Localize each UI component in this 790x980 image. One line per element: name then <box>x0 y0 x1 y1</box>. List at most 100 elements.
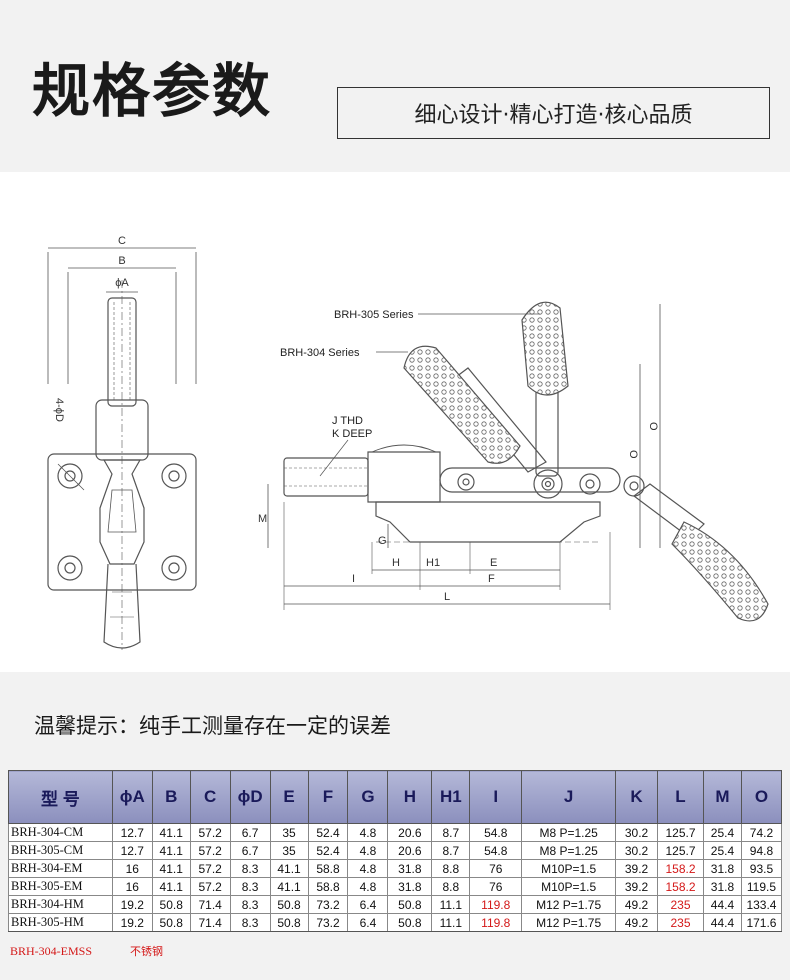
value-cell: 11.1 <box>431 895 471 914</box>
value-cell: 20.6 <box>387 841 433 860</box>
column-header: B <box>151 770 191 824</box>
column-header: H <box>387 770 433 824</box>
value-cell: 50.8 <box>387 913 433 932</box>
measurement-notice: 温馨提示：纯手工测量存在一定的误差 <box>34 714 391 738</box>
dim-f-label: F <box>488 573 495 585</box>
value-cell: 41.1 <box>269 877 309 896</box>
value-cell: 49.2 <box>615 895 659 914</box>
value-cell: 57.2 <box>189 877 231 896</box>
column-header: I <box>469 770 523 824</box>
value-cell: 76 <box>469 877 523 896</box>
value-cell: 52.4 <box>307 823 349 842</box>
slogan-box: 细心设计·精心打造·核心品质 <box>337 87 770 139</box>
value-cell: 41.1 <box>151 859 191 878</box>
value-cell: 57.2 <box>189 841 231 860</box>
value-cell: 71.4 <box>189 913 231 932</box>
value-cell: 12.7 <box>111 841 153 860</box>
front-view <box>47 247 197 650</box>
dim-m-label: M <box>258 513 267 525</box>
dim-d-label: 4-ϕD <box>53 398 65 422</box>
column-header: M <box>702 770 742 824</box>
value-cell: 119.8 <box>469 913 523 932</box>
dim-h-label: H <box>392 557 400 569</box>
column-header: E <box>269 770 309 824</box>
value-cell: 50.8 <box>269 913 309 932</box>
column-header: ϕA <box>111 770 153 824</box>
column-header: J <box>521 770 617 824</box>
value-cell: 30.2 <box>615 823 659 842</box>
column-header: 型 号 <box>8 770 113 824</box>
value-cell: 41.1 <box>151 877 191 896</box>
value-cell: M10P=1.5 <box>521 859 617 878</box>
value-cell: 73.2 <box>307 913 349 932</box>
value-cell: 16 <box>111 859 153 878</box>
value-cell: 25.4 <box>702 841 742 860</box>
dim-i-label: I <box>352 573 355 585</box>
value-cell: 44.4 <box>702 895 742 914</box>
value-cell: M12 P=1.75 <box>521 913 617 932</box>
model-cell: BRH-304-EM <box>8 859 113 878</box>
note-material: 不锈钢 <box>130 945 163 958</box>
dim-o-label-2: O <box>647 422 659 431</box>
value-cell: 16 <box>111 877 153 896</box>
dim-e-label: E <box>490 557 497 569</box>
value-cell: 133.4 <box>740 895 783 914</box>
value-cell: 4.8 <box>347 859 389 878</box>
value-cell: 93.5 <box>740 859 783 878</box>
value-cell: 8.8 <box>431 859 471 878</box>
value-cell: 35 <box>269 841 309 860</box>
dim-o-label-1: O <box>627 450 639 459</box>
value-cell: 57.2 <box>189 859 231 878</box>
value-cell: 41.1 <box>151 841 191 860</box>
column-header: K <box>615 770 659 824</box>
column-header: O <box>740 770 783 824</box>
technical-drawing: C B ϕA 4-ϕD <box>0 172 790 672</box>
value-cell: 39.2 <box>615 877 659 896</box>
column-header: G <box>347 770 389 824</box>
page-title: 规格参数 <box>32 57 273 125</box>
value-cell: 31.8 <box>387 877 433 896</box>
value-cell: 125.7 <box>657 841 704 860</box>
value-cell: M8 P=1.25 <box>521 823 617 842</box>
value-cell: 49.2 <box>615 913 659 932</box>
series-304-label: BRH-304 Series <box>280 347 360 359</box>
value-cell: 119.5 <box>740 877 783 896</box>
value-cell: 4.8 <box>347 841 389 860</box>
model-cell: BRH-304-CM <box>8 823 113 842</box>
material-note-row: BRH-304-EMSS 不锈钢 <box>8 942 782 960</box>
value-cell: 235 <box>657 913 704 932</box>
value-cell: 8.7 <box>431 823 471 842</box>
value-cell: M10P=1.5 <box>521 877 617 896</box>
value-cell: 20.6 <box>387 823 433 842</box>
value-cell: M12 P=1.75 <box>521 895 617 914</box>
value-cell: 39.2 <box>615 859 659 878</box>
value-cell: 119.8 <box>469 895 523 914</box>
slogan-text: 细心设计·精心打造·核心品质 <box>414 103 693 128</box>
value-cell: 31.8 <box>702 859 742 878</box>
value-cell: 6.7 <box>229 823 271 842</box>
model-cell: BRH-304-HM <box>8 895 113 914</box>
dim-h1-label: H1 <box>426 557 440 569</box>
value-cell: 50.8 <box>387 895 433 914</box>
value-cell: 19.2 <box>111 913 153 932</box>
model-cell: BRH-305-CM <box>8 841 113 860</box>
model-cell: BRH-305-HM <box>8 913 113 932</box>
value-cell: 158.2 <box>657 859 704 878</box>
value-cell: 58.8 <box>307 877 349 896</box>
value-cell: 235 <box>657 895 704 914</box>
value-cell: 41.1 <box>151 823 191 842</box>
value-cell: 94.8 <box>740 841 783 860</box>
value-cell: 8.3 <box>229 877 271 896</box>
dim-b-label: B <box>118 255 125 267</box>
value-cell: 54.8 <box>469 841 523 860</box>
value-cell: 171.6 <box>740 913 783 932</box>
value-cell: 30.2 <box>615 841 659 860</box>
